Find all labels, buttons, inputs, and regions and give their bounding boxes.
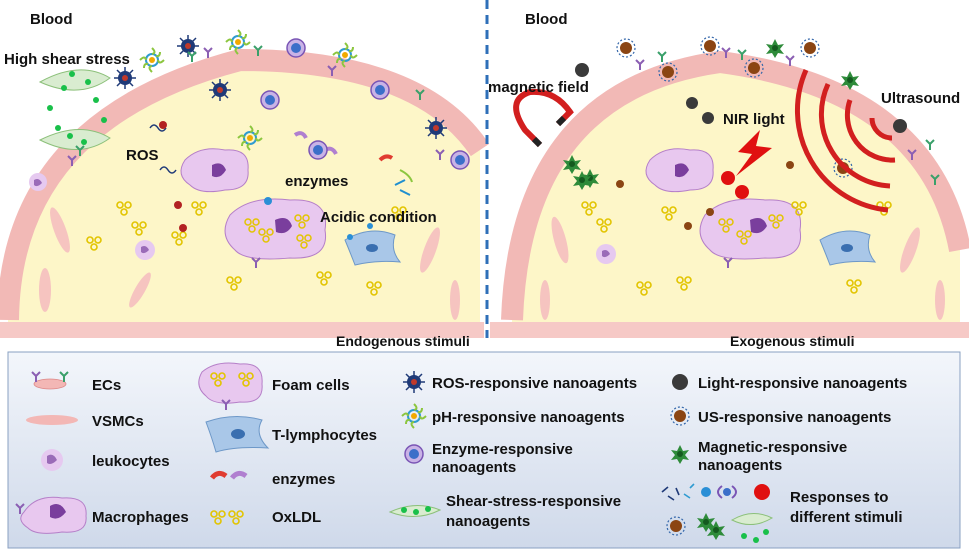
legend-ecs-text: ECs: [92, 377, 121, 394]
nir-light-bolt-icon: [736, 130, 772, 176]
legend-foam-cells-text: Foam cells: [272, 377, 350, 394]
legend-shear-nanoagents: Shear-stress-responsive nanoagents: [388, 493, 621, 530]
legend-ph-text: pH-responsive nanoagents: [432, 409, 625, 426]
acidic-condition-label: Acidic condition: [320, 209, 437, 226]
enzymes-label: enzymes: [285, 173, 348, 190]
right-cells: [563, 63, 907, 296]
legend-magnetic-text-2: nanoagents: [698, 457, 782, 474]
legend-macrophages-text: Macrophages: [92, 509, 189, 526]
left-panel: [0, 48, 490, 338]
legend-responses: Responses to different stimuli: [661, 483, 903, 543]
legend-enzyme-text-1: Enzyme-responsive: [432, 441, 573, 458]
right-basal-layer: [490, 322, 969, 338]
legend-enzymes: enzymes: [210, 470, 335, 488]
left-basal-layer: [0, 322, 484, 338]
legend-ph-nanoagents: pH-responsive nanoagents: [401, 403, 625, 429]
legend-enzyme-text-2: nanoagents: [432, 459, 516, 476]
left-endothelium: [0, 48, 490, 321]
left-blood-label: Blood: [30, 11, 73, 28]
legend-oxldl: OxLDL: [210, 509, 321, 526]
legend-responses-text-2: different stimuli: [790, 509, 903, 526]
ultrasound-label: Ultrasound: [881, 90, 960, 107]
ultrasound-waves-icon: [794, 68, 896, 213]
legend-foam-cells: Foam cells: [198, 362, 350, 411]
nir-light-label: NIR light: [723, 111, 785, 128]
legend-vsmcs: VSMCs: [26, 413, 144, 430]
legend-t-lymphocytes-text: T-lymphocytes: [272, 427, 377, 444]
magnetic-field-label: magnetic field: [488, 79, 589, 96]
ros-label: ROS: [126, 147, 159, 164]
legend-leukocytes-text: leukocytes: [92, 453, 170, 470]
right-blood-label: Blood: [525, 11, 568, 28]
legend-macrophages: Macrophages: [15, 496, 189, 534]
legend-enzyme-nanoagents: Enzyme-responsive nanoagents: [404, 441, 573, 476]
exogenous-stimuli-label: Exogenous stimuli: [730, 333, 854, 349]
legend-ros-text: ROS-responsive nanoagents: [432, 375, 637, 392]
legend-leukocytes: leukocytes: [41, 449, 170, 471]
legend-enzymes-text: enzymes: [272, 471, 335, 488]
legend-light-text: Light-responsive nanoagents: [698, 375, 907, 392]
left-cells: [29, 121, 413, 296]
right-endothelium: [501, 50, 969, 321]
legend-us-nanoagents: US-responsive nanoagents: [670, 406, 891, 426]
high-shear-stress-label: High shear stress: [4, 51, 130, 68]
legend-responses-text-1: Responses to: [790, 489, 888, 506]
legend-t-lymphocytes: T-lymphocytes: [205, 416, 377, 453]
legend-oxldl-text: OxLDL: [272, 509, 321, 526]
legend-ros-nanoagents: ROS-responsive nanoagents: [402, 370, 637, 394]
left-plaque: [8, 60, 480, 335]
legend-panel: [7, 351, 961, 549]
legend-shear-text-2: nanoagents: [446, 513, 530, 530]
endogenous-stimuli-label: Endogenous stimuli: [336, 333, 470, 349]
legend-magnetic-text-1: Magnetic-responsive: [698, 439, 847, 456]
legend-shear-text-1: Shear-stress-responsive: [446, 493, 621, 510]
legend-us-text: US-responsive nanoagents: [698, 409, 891, 426]
legend-magnetic-nanoagents: Magnetic-responsive nanoagents: [671, 439, 847, 474]
vsmc-group: [39, 207, 945, 320]
left-nanoagents: [38, 29, 470, 170]
legend-vsmcs-text: VSMCs: [92, 413, 144, 430]
legend-light-nanoagents: Light-responsive nanoagents: [672, 374, 907, 392]
magnet-icon: [513, 88, 574, 148]
legend-ecs: ECs: [31, 371, 121, 394]
